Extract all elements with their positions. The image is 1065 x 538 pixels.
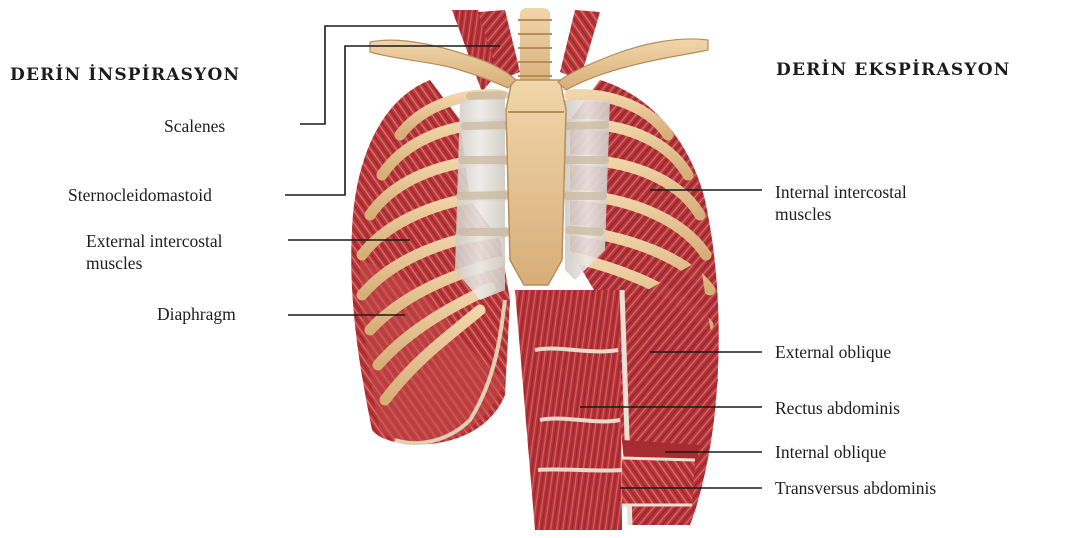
label-rectus-abdominis: Rectus abdominis [775, 397, 900, 419]
label-internal-intercostal-line2: muscles [775, 203, 907, 225]
label-internal-intercostal: Internal intercostal muscles [775, 181, 907, 225]
label-internal-oblique: Internal oblique [775, 441, 886, 463]
label-sternocleidomastoid: Sternocleidomastoid [68, 184, 212, 206]
cervical-spine [518, 8, 552, 88]
label-external-intercostal: External intercostal muscles [86, 230, 223, 274]
label-diaphragm: Diaphragm [157, 303, 236, 325]
label-external-intercostal-line2: muscles [86, 252, 223, 274]
label-external-oblique: External oblique [775, 341, 891, 363]
label-external-intercostal-line1: External intercostal [86, 230, 223, 252]
label-scalenes: Scalenes [164, 115, 225, 137]
label-transversus-abdominis: Transversus abdominis [775, 477, 936, 499]
heading-deep-expiration: DERİN EKSPİRASYON [776, 60, 1010, 80]
heading-deep-inspiration: DERİN İNSPİRASYON [10, 65, 240, 85]
label-internal-intercostal-line1: Internal intercostal [775, 181, 907, 203]
